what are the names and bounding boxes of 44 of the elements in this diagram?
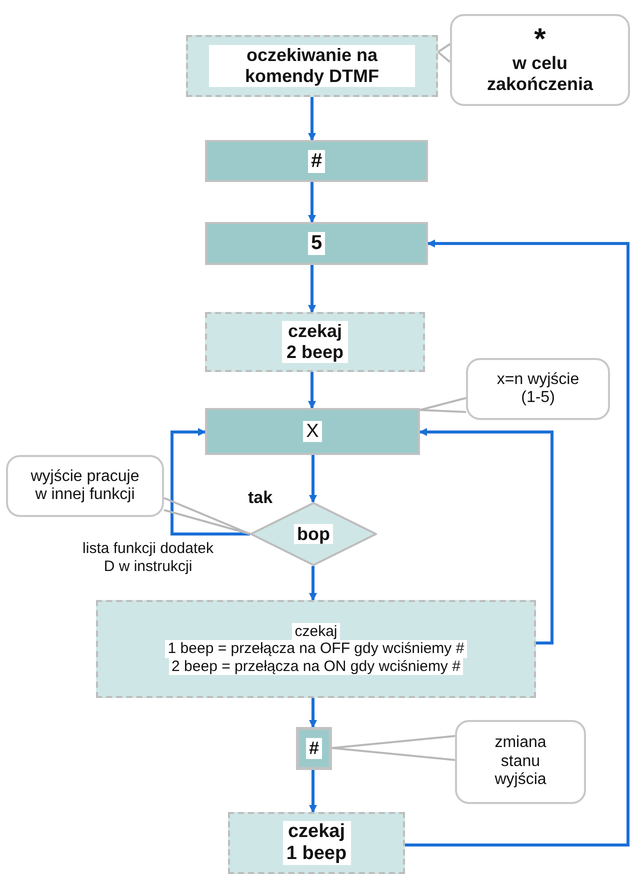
- node-text: czekaj: [292, 623, 340, 640]
- arrow: [419, 428, 554, 644]
- arrow: [309, 698, 317, 728]
- arrow: [170, 428, 250, 536]
- arrow: [309, 566, 317, 601]
- decision-diamond: [250, 502, 377, 566]
- process-box: [296, 727, 332, 770]
- node-text: #: [306, 738, 322, 759]
- process-box: [205, 140, 428, 182]
- arrow: [308, 182, 316, 223]
- callout-pointer: [437, 43, 451, 63]
- callout-text: x=n wyjście (1-5): [496, 370, 580, 408]
- node-text: #: [308, 150, 326, 172]
- process-box: [205, 408, 420, 455]
- arrow: [309, 770, 317, 813]
- node-text: bop: [294, 524, 333, 544]
- dashed-box: [96, 600, 536, 698]
- arrow: [309, 455, 317, 503]
- callout-bubble: [450, 14, 630, 106]
- callout-text: zmiana stanu wyjścia: [494, 734, 548, 790]
- dashed-box: [228, 812, 405, 874]
- arrow: [308, 265, 316, 313]
- node-text: czekaj 2 beep: [282, 321, 348, 363]
- arrow: [308, 372, 316, 409]
- node-text: oczekiwanie na komendy DTMF: [209, 45, 415, 87]
- node-text: X: [303, 420, 322, 442]
- callout-bubble: [455, 720, 586, 804]
- arrow: [308, 97, 316, 141]
- asterisk-text: *: [533, 26, 547, 53]
- dashed-box: [186, 35, 438, 97]
- callout-pointer: [163, 497, 251, 535]
- process-box: [205, 222, 428, 265]
- callout-bubble: [6, 455, 164, 517]
- node-text: 1 beep = przełącza na OFF gdy wciśniemy #: [164, 640, 468, 658]
- node-text: 2 beep = przełącza na ON gdy wciśniemy #: [168, 658, 464, 675]
- callout-pointer: [331, 735, 456, 761]
- callout-text: wyjście pracuje w innej funkcji: [30, 468, 140, 504]
- callout-bubble: [466, 358, 610, 420]
- note-text: lista funkcji dodatek D w instrukcji: [82, 540, 214, 576]
- node-text: czekaj 1 beep: [282, 821, 350, 865]
- node-text: 5: [308, 232, 326, 255]
- callout-pointer: [419, 397, 467, 413]
- dashed-box: [205, 312, 425, 372]
- arrow: [405, 240, 630, 846]
